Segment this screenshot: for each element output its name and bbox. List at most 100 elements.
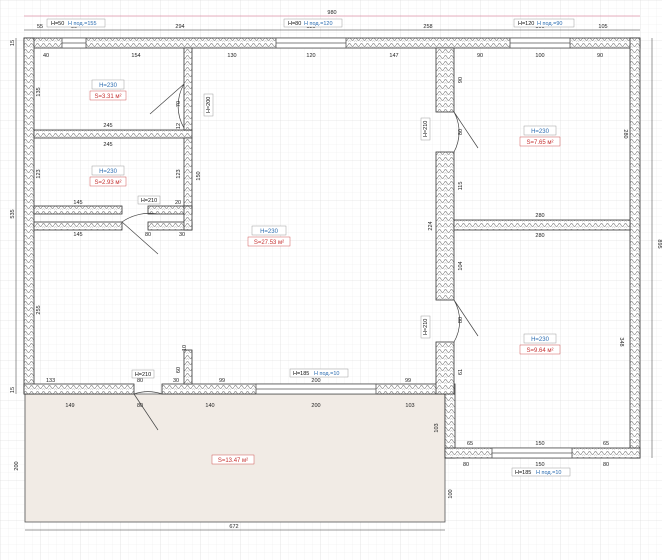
dimension-label: 61 (458, 369, 464, 375)
dimension-label: S=7.65 м² (527, 140, 554, 146)
dimension-label: H=185 (515, 470, 531, 476)
room-main: H=230 S=27.53 м² 255 10 60 133 80 30 99 … (36, 221, 434, 384)
dimension-label: 245 (103, 123, 112, 129)
dimension-label: 672 (229, 524, 238, 530)
dimension-label: 535 (10, 209, 16, 218)
right-overall-dim: 895 (651, 38, 662, 458)
dimension-label: 135 (36, 87, 42, 96)
dimension-label: 99 (219, 378, 225, 384)
dimension-label: 154 (131, 53, 140, 59)
dimension-label: 133 (46, 378, 55, 384)
wall-stub (183, 349, 193, 385)
dimension-label: 90 (458, 77, 464, 83)
dimension-label: 55 (37, 24, 43, 30)
windows (61, 37, 573, 459)
dimension-label: H=210 (141, 198, 157, 204)
wall-corridor-right (183, 205, 193, 231)
dimension-label: 80 (458, 317, 464, 323)
dimension-label: S=2.93 м² (95, 180, 122, 186)
wall-right-wing-left (444, 383, 456, 459)
dimension-label: 200 (311, 378, 320, 384)
wall-room1-right (183, 47, 193, 131)
dimension-label: 224 (428, 221, 434, 230)
wall-bottom-left (23, 383, 135, 395)
room-right-top: 90 80 115 280 280 H=230 S=7.65 м² (458, 77, 628, 219)
dimension-label: 103 (434, 423, 440, 432)
dimension-label: 147 (389, 53, 398, 59)
dimension-label: 280 (535, 233, 544, 239)
dimension-label: H под.=10 (536, 470, 561, 476)
dimension-label: 80 (145, 232, 151, 238)
door-terrace (133, 391, 163, 431)
dimension-label: H=210 (423, 319, 429, 335)
dimension-label: H=120 (518, 21, 534, 27)
dimension-label: H под.=120 (304, 21, 333, 27)
dimension-label: H=210 (423, 121, 429, 137)
dimension-label: 145 (73, 232, 82, 238)
dimension-label: H=230 (260, 229, 279, 235)
dimension-label: 150 (535, 441, 544, 447)
dimension-label: 280 (622, 129, 628, 138)
dimension-label: 200 (14, 461, 20, 470)
right-door-tags: H=210 H=210 (420, 117, 431, 339)
dimension-label: 140 (205, 403, 214, 409)
left-outer-dims: 15 535 15 (10, 38, 17, 394)
dimension-label: 65 (467, 441, 473, 447)
dimension-label: 100 (535, 53, 544, 59)
dimension-label: S=3.31 м² (95, 94, 122, 100)
dimension-label: H=185 (293, 371, 309, 377)
dimension-label: S=9.64 м² (527, 348, 554, 354)
dimension-label: 120 (306, 53, 315, 59)
dimension-label: 103 (405, 403, 414, 409)
wall-corridor-bottom-a (33, 221, 123, 231)
dimension-label: H=230 (531, 129, 550, 135)
dimension-label: 280 (535, 213, 544, 219)
wall-room2-right (183, 137, 193, 209)
dimension-label: 255 (36, 305, 42, 314)
wall-room2-bottom-a (33, 205, 123, 215)
dimension-label: 70 (176, 101, 182, 107)
dimension-label: 15 (10, 387, 16, 393)
dimension-label: 80 (458, 129, 464, 135)
wall-room1-bottom (33, 129, 193, 139)
dimension-label: H=230 (99, 83, 118, 89)
room-1: 135 70 12 245 H=200 H=230 S=3.31 м² (36, 79, 214, 129)
dimension-label: 90 (597, 53, 603, 59)
overall-width-dimension: 980 (24, 10, 640, 17)
room-right-bottom: 280 104 80 61 348 65 150 65 H=230 S=9.64… (458, 233, 624, 447)
dimension-label: H=210 (135, 372, 151, 378)
dimension-label: 10 (182, 345, 188, 351)
dimension-label: 145 (73, 200, 82, 206)
terrace-labels: 149 80 140 200 103 103 200 100 80 150 80… (14, 403, 609, 531)
dimension-label: 200 (311, 403, 320, 409)
wall-right-column-c (435, 341, 455, 395)
dimension-label: 980 (327, 10, 336, 16)
dimension-label: 115 (458, 182, 464, 191)
dimension-label: 90 (477, 53, 483, 59)
dimension-label: 80 (137, 403, 143, 409)
dimension-label: 130 (227, 53, 236, 59)
dimension-label: 150 (196, 171, 202, 180)
corridor-dims: 145 80 30 150 (73, 171, 202, 238)
dimension-label: 258 (423, 24, 432, 30)
door-room1 (149, 83, 185, 129)
dimension-label: 245 (103, 142, 112, 148)
dimension-label: H=80 (288, 21, 301, 27)
dimension-label: 99 (405, 378, 411, 384)
dimension-label: 123 (36, 169, 42, 178)
dimension-label: S=27.53 м² (254, 240, 284, 246)
dimension-label: 348 (618, 337, 624, 346)
doors (121, 83, 479, 431)
door-right-2 (453, 299, 479, 343)
dimension-label: S=13.47 м² (218, 458, 248, 464)
dimension-label: H=230 (531, 337, 550, 343)
dimension-label: H=50 (51, 21, 64, 27)
wall-right-column-a (435, 47, 455, 113)
dimension-label: H=200 (206, 97, 212, 113)
dimension-label: H под.=155 (68, 21, 97, 27)
dimension-label: 123 (176, 169, 182, 178)
door-corridor (121, 212, 159, 255)
wall-right-rooms-divider (453, 219, 631, 231)
dimension-label: H=230 (99, 169, 118, 175)
